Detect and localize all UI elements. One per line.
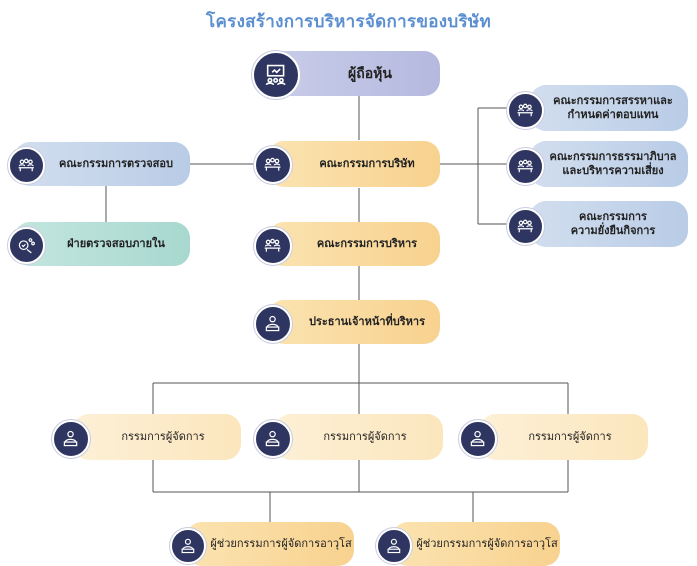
audit-check-icon bbox=[8, 227, 45, 264]
node-label: คณะกรรมการสรรหาและ กำหนดค่าตอบแทน bbox=[553, 94, 673, 121]
person-desk-icon bbox=[376, 528, 412, 564]
node-label: กรรมการผู้จัดการ bbox=[528, 430, 612, 443]
person-desk-icon bbox=[254, 305, 292, 343]
node-nomination-committee: คณะกรรมการสรรหาและ กำหนดค่าตอบแทน bbox=[530, 85, 688, 131]
meeting-icon bbox=[507, 148, 544, 185]
person-desk-icon bbox=[254, 420, 292, 458]
node-assistant-md: ผู้ช่วยกรรมการผู้จัดการอาวุโส bbox=[392, 522, 560, 566]
node-managing-director: กรรมการผู้จัดการ bbox=[480, 414, 648, 460]
person-desk-icon bbox=[52, 420, 90, 458]
node-label: ผู้ช่วยกรรมการผู้จัดการอาวุโส bbox=[210, 537, 352, 550]
chart-title: โครงสร้างการบริหารจัดการของบริษัท bbox=[206, 12, 491, 32]
presentation-icon bbox=[252, 51, 300, 99]
node-label: ผู้ช่วยกรรมการผู้จัดการอาวุโส bbox=[416, 537, 558, 550]
node-managing-director: กรรมการผู้จัดการ bbox=[73, 414, 241, 460]
node-sustainability-committee: คณะกรรมการ ความยั่งยืนกิจการ bbox=[530, 201, 688, 247]
node-label: ฝ่ายตรวจสอบภายใน bbox=[67, 237, 165, 250]
person-desk-icon bbox=[170, 528, 206, 564]
person-desk-icon bbox=[459, 420, 497, 458]
meeting-icon bbox=[254, 227, 292, 265]
node-label: ผู้ถือหุ้น bbox=[348, 65, 392, 82]
node-assistant-md: ผู้ช่วยกรรมการผู้จัดการอาวุโส bbox=[186, 522, 354, 566]
node-label: ประธานเจ้าหน้าที่บริหาร bbox=[308, 315, 425, 328]
node-managing-director: กรรมการผู้จัดการ bbox=[275, 414, 443, 460]
meeting-icon bbox=[507, 92, 544, 129]
node-label: คณะกรรมการ ความยั่งยืนกิจการ bbox=[570, 210, 656, 237]
node-label: คณะกรรมการบริหาร bbox=[316, 237, 418, 250]
meeting-icon bbox=[8, 147, 45, 184]
node-governance-committee: คณะกรรมการธรรมาภิบาล และบริหารความเสี่ยง bbox=[530, 141, 688, 187]
meeting-icon bbox=[254, 146, 292, 184]
node-board: คณะกรรมการบริษัท bbox=[268, 141, 440, 187]
node-label: กรรมการผู้จัดการ bbox=[121, 430, 205, 443]
node-label: คณะกรรมการบริษัท bbox=[319, 157, 415, 170]
node-label: คณะกรรมการตรวจสอบ bbox=[59, 157, 173, 170]
meeting-icon bbox=[507, 208, 544, 245]
node-executive-committee: คณะกรรมการบริหาร bbox=[268, 222, 440, 266]
node-ceo: ประธานเจ้าหน้าที่บริหาร bbox=[268, 300, 440, 344]
node-label: กรรมการผู้จัดการ bbox=[323, 430, 407, 443]
node-label: คณะกรรมการธรรมาภิบาล และบริหารความเสี่ยง bbox=[549, 150, 677, 177]
